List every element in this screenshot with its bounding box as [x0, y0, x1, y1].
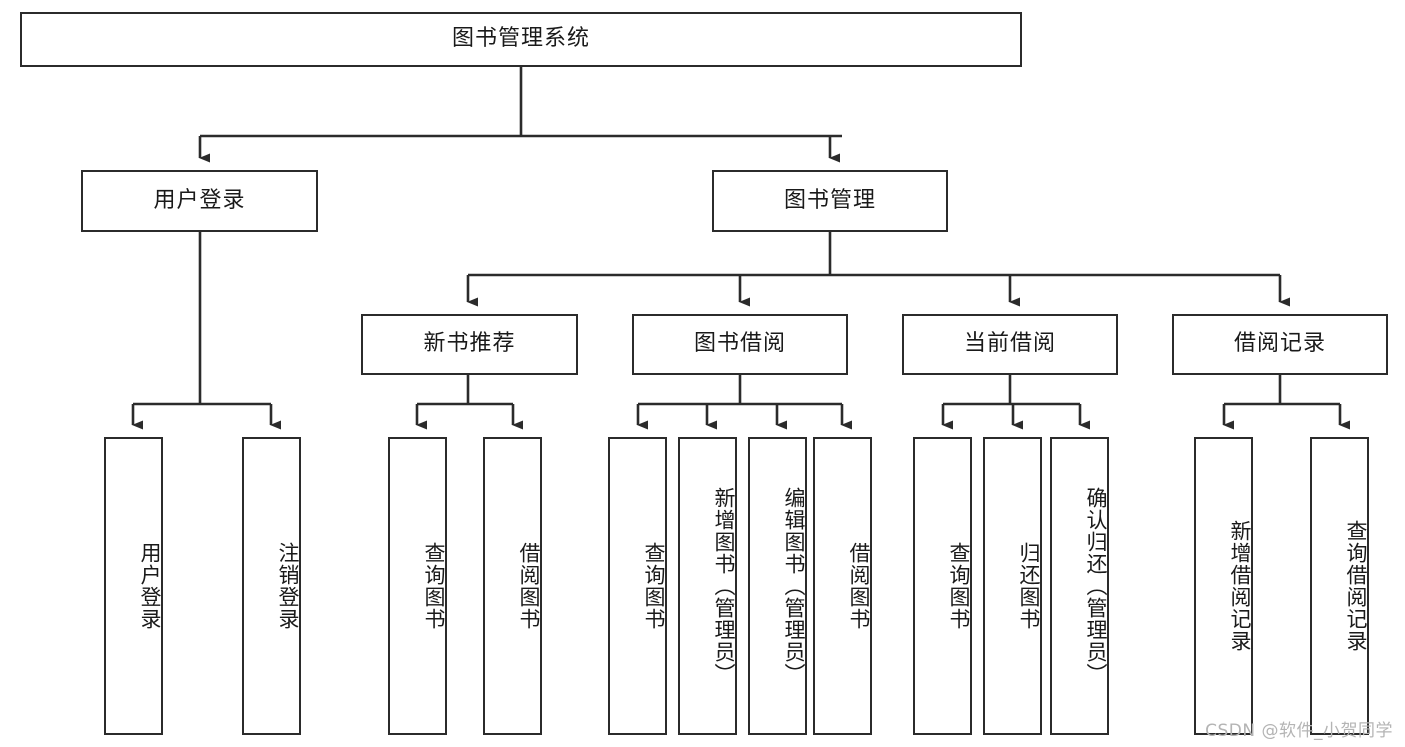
leaf-edit-book[interactable]: 编辑图书（管理员）	[748, 437, 807, 735]
node-label: 图书管理系统	[451, 26, 590, 52]
node-label: 新增借阅记录	[1228, 520, 1252, 652]
node-label: 借阅记录	[1233, 331, 1326, 357]
node-new-book-recommend[interactable]: 新书推荐	[361, 314, 578, 375]
leaf-logout-login[interactable]: 注销登录	[242, 437, 301, 735]
leaf-add-record[interactable]: 新增借阅记录	[1194, 437, 1253, 735]
node-user-login[interactable]: 用户登录	[81, 170, 318, 232]
node-current-borrow[interactable]: 当前借阅	[902, 314, 1118, 375]
node-book-borrow[interactable]: 图书借阅	[632, 314, 848, 375]
leaf-query-book-3[interactable]: 查询图书	[913, 437, 972, 735]
node-label: 用户登录	[153, 187, 246, 213]
node-label: 确认归还（管理员）	[1084, 487, 1108, 685]
csdn-watermark: CSDN @软件_小贺同学	[1205, 721, 1393, 741]
node-label: 图书管理	[783, 187, 876, 213]
leaf-query-book-2[interactable]: 查询图书	[608, 437, 667, 735]
leaf-borrow-book-2[interactable]: 借阅图书	[813, 437, 872, 735]
node-label: 编辑图书（管理员）	[782, 487, 806, 685]
leaf-query-record[interactable]: 查询借阅记录	[1310, 437, 1369, 735]
node-label: 新增图书（管理员）	[712, 487, 736, 685]
leaf-user-login[interactable]: 用户登录	[104, 437, 163, 735]
node-label: 查询图书	[642, 542, 666, 630]
leaf-borrow-book-1[interactable]: 借阅图书	[483, 437, 542, 735]
node-borrow-record[interactable]: 借阅记录	[1172, 314, 1388, 375]
node-label: 查询借阅记录	[1344, 520, 1368, 652]
node-label: 归还图书	[1017, 542, 1041, 630]
node-label: 查询图书	[422, 542, 446, 630]
node-label: 借阅图书	[517, 542, 541, 630]
node-label: 注销登录	[276, 542, 300, 630]
leaf-query-book-1[interactable]: 查询图书	[388, 437, 447, 735]
node-label: 新书推荐	[423, 331, 516, 357]
leaf-confirm-return[interactable]: 确认归还（管理员）	[1050, 437, 1109, 735]
leaf-return-book[interactable]: 归还图书	[983, 437, 1042, 735]
node-label: 查询图书	[947, 542, 971, 630]
node-label: 借阅图书	[847, 542, 871, 630]
node-book-management[interactable]: 图书管理	[712, 170, 948, 232]
node-label: 用户登录	[138, 542, 162, 630]
node-label: 当前借阅	[963, 331, 1056, 357]
leaf-add-book[interactable]: 新增图书（管理员）	[678, 437, 737, 735]
node-root-system[interactable]: 图书管理系统	[20, 12, 1022, 67]
node-label: 图书借阅	[693, 331, 786, 357]
